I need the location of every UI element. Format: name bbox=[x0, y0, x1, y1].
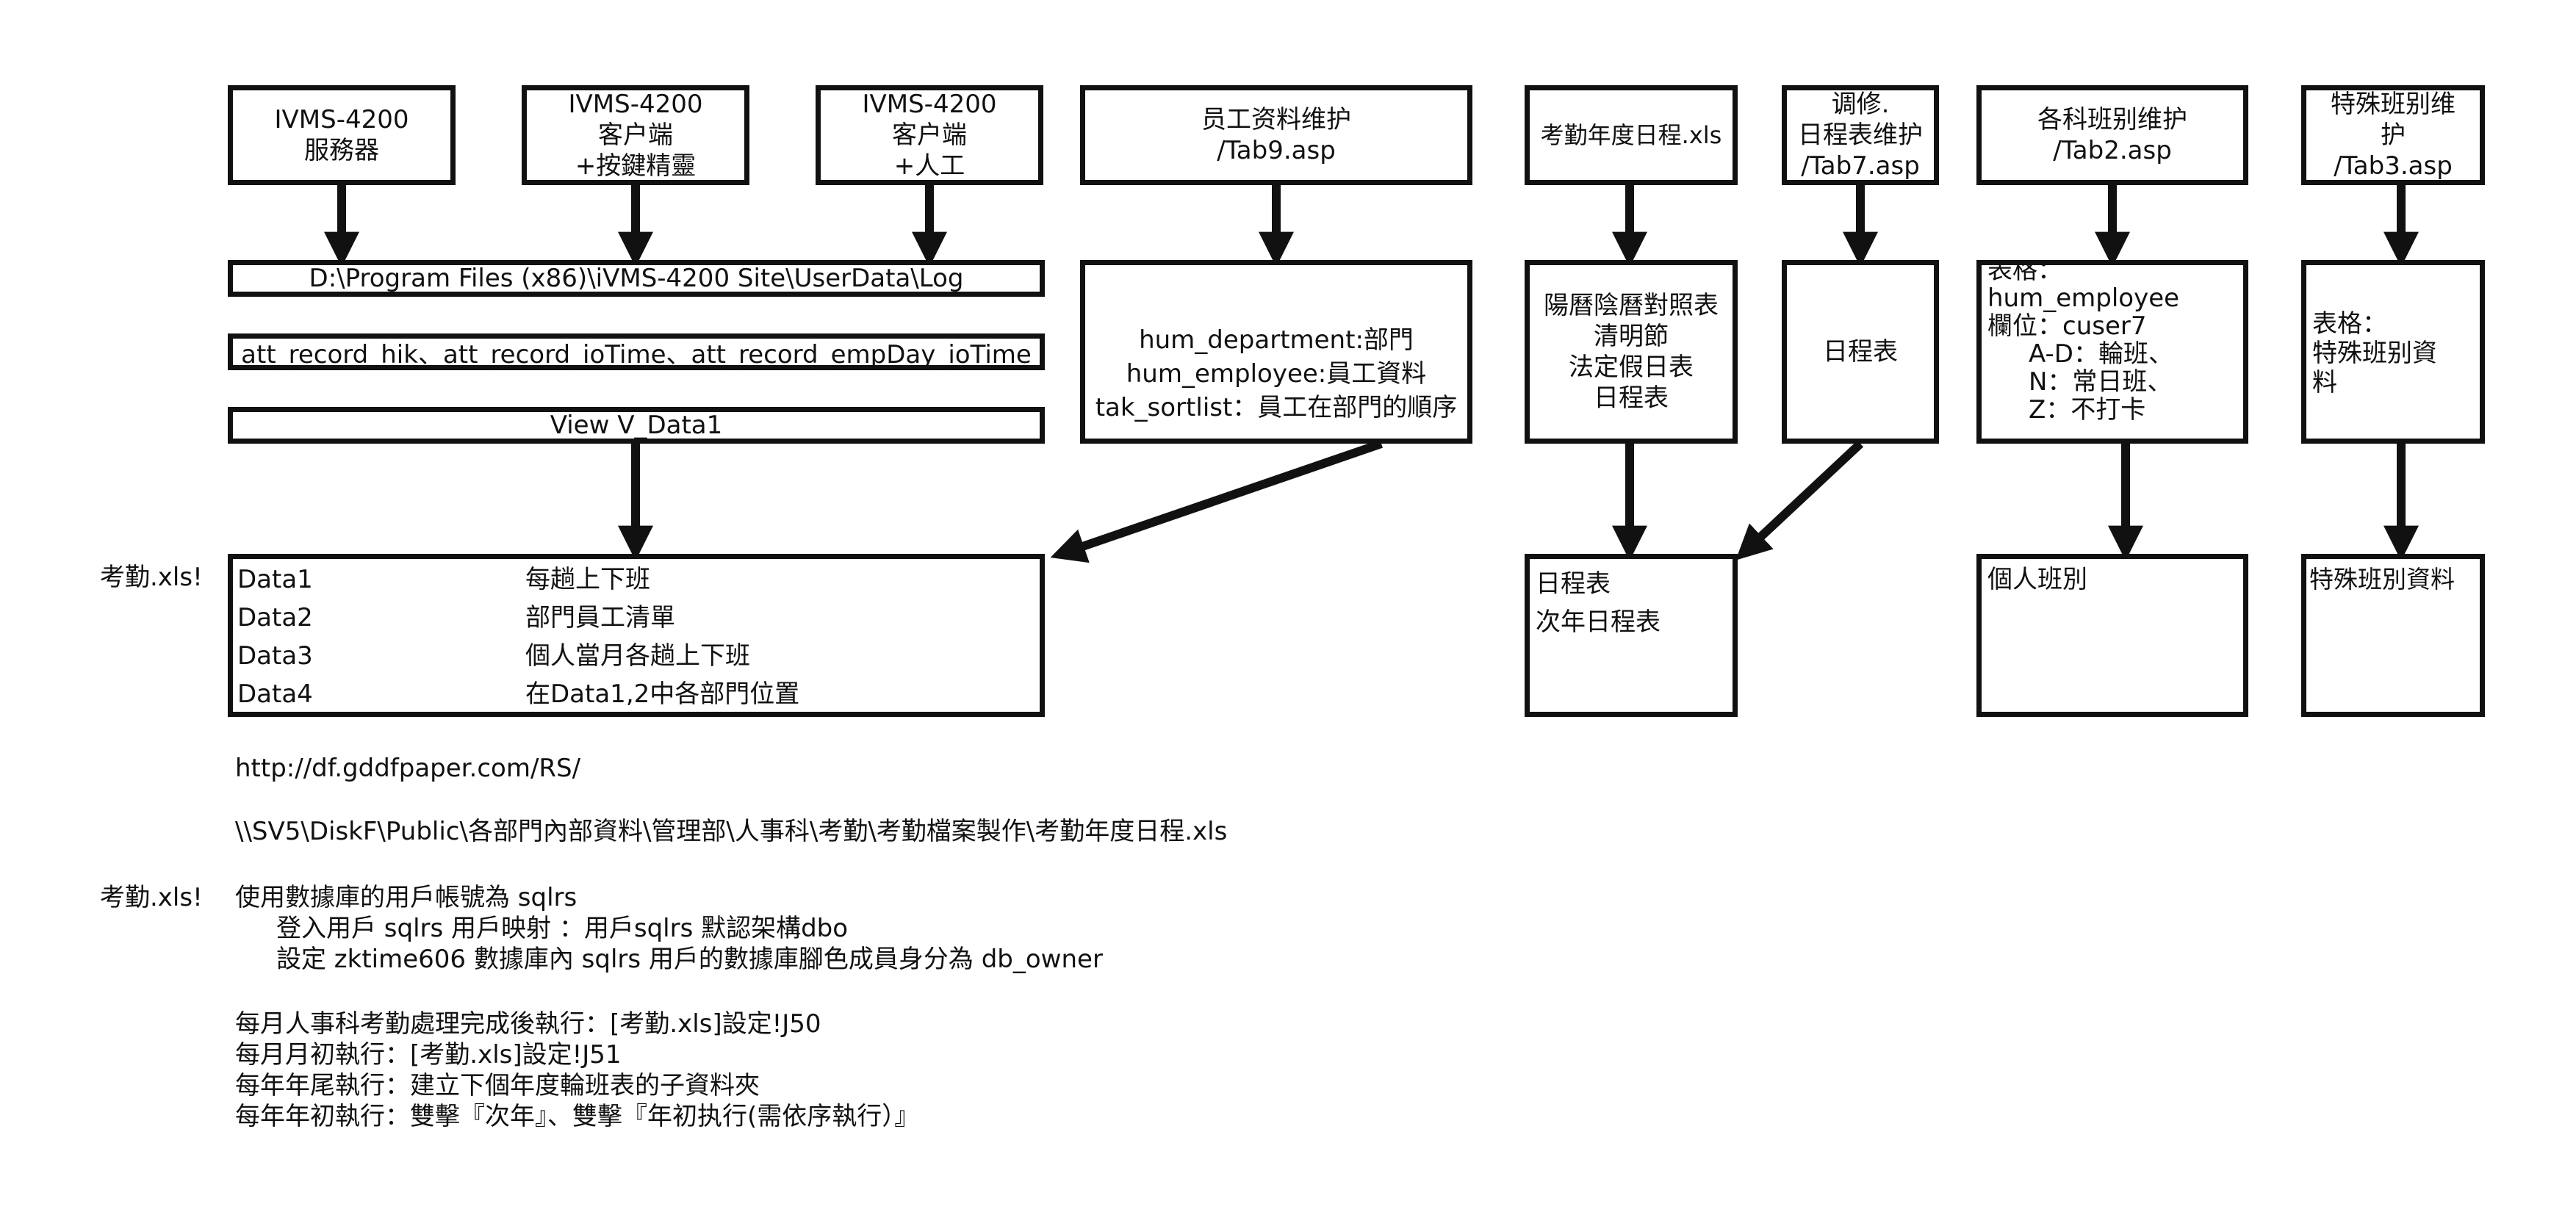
sheet-name: Data3 bbox=[237, 641, 313, 671]
db-note-line: 設定 zktime606 數據庫內 sqlrs 用戶的數據庫腳色成員身分為 db… bbox=[276, 945, 1103, 974]
box-line: /Tab7.asp bbox=[1801, 151, 1920, 181]
view-bar: View V_Data1 bbox=[228, 407, 1045, 444]
log-path-text: D:\Program Files (x86)\iVMS-4200 Site\Us… bbox=[309, 264, 964, 293]
box-line: /Tab9.asp bbox=[1217, 136, 1336, 165]
box-line: 日程表维护 bbox=[1798, 120, 1923, 150]
data-sheet-row: Data3 個人當月各趟上下班 bbox=[237, 641, 1031, 674]
record-tables-bar: att_record_hik、att_record_ioTime、att_rec… bbox=[228, 333, 1045, 370]
sheet-desc: 部門員工清單 bbox=[525, 603, 675, 632]
box-line: 個人班別 bbox=[1987, 565, 2087, 594]
schedule-maint-box: 调修.日程表维护/Tab7.asp bbox=[1782, 85, 1939, 185]
shift-maint-box: 各科班别维护/Tab2.asp bbox=[1976, 85, 2248, 185]
box-line: +人工 bbox=[893, 151, 965, 181]
box-line: 表格： bbox=[2312, 309, 2387, 339]
box-line: hum_employee:員工資料 bbox=[1126, 359, 1427, 389]
box-line: Z：不打卡 bbox=[2029, 395, 2146, 425]
calendar-xls-box: 考勤年度日程.xls bbox=[1525, 85, 1738, 185]
personal-shift-box: 個人班別 bbox=[1976, 554, 2248, 717]
box-line: IVMS-4200 bbox=[274, 105, 409, 134]
box-line: 特殊班别维 bbox=[2331, 90, 2456, 119]
box-line: 次年日程表 bbox=[1536, 607, 1661, 637]
excel-file-label: 考勤.xls! bbox=[100, 563, 203, 592]
log-path-bar: D:\Program Files (x86)\iVMS-4200 Site\Us… bbox=[228, 260, 1045, 297]
system-url: http://df.gddfpaper.com/RS/ bbox=[235, 754, 581, 783]
schedule-note-line: 每年年尾執行：建立下個年度輪班表的子資料夾 bbox=[235, 1071, 760, 1100]
data-sheet-row: Data4 在Data1,2中各部門位置 bbox=[237, 679, 1031, 712]
box-line: 客户端 bbox=[892, 120, 967, 150]
box-line: 日程表 bbox=[1823, 337, 1898, 367]
box-line: tak_sortlist：員工在部門的順序 bbox=[1095, 393, 1458, 422]
sheet-name: Data4 bbox=[237, 679, 313, 709]
schedule-note-line: 每月人事科考勤處理完成後執行：[考勤.xls]設定!J50 bbox=[235, 1009, 821, 1039]
notes-file-label: 考勤.xls! bbox=[100, 883, 203, 912]
box-line: 日程表 bbox=[1536, 569, 1611, 599]
box-line: 法定假日表 bbox=[1569, 353, 1694, 382]
box-line: 服務器 bbox=[304, 136, 379, 165]
box-line: 清明節 bbox=[1594, 322, 1669, 351]
share-path: \\SV5\DiskF\Public\各部門內部資料\管理部\人事科\考勤\考勤… bbox=[235, 817, 1228, 846]
box-line: N：常日班、 bbox=[2029, 367, 2173, 397]
box-line: 各科班别维护 bbox=[2037, 105, 2187, 134]
box-line: IVMS-4200 bbox=[568, 90, 703, 119]
db-note-line: 使用數據庫的用戶帳號為 sqlrs bbox=[235, 883, 578, 912]
schedule-box: 日程表 bbox=[1782, 260, 1939, 444]
box-line: hum_department:部門 bbox=[1139, 325, 1414, 355]
box-line: 日程表 bbox=[1594, 383, 1669, 413]
box-line: +按鍵精靈 bbox=[575, 151, 697, 181]
box-line: IVMS-4200 bbox=[862, 90, 997, 119]
box-line: 考勤年度日程.xls bbox=[1540, 121, 1722, 149]
employee-maint-box: 员工资料维护/Tab9.asp bbox=[1080, 85, 1472, 185]
shift-table-box: 表格： hum_employee 欄位：cuser7 A-D：輪班、 N：常日班… bbox=[1976, 260, 2248, 444]
view-text: View V_Data1 bbox=[550, 411, 723, 440]
calendar-tables-box: 陽曆陰曆對照表清明節法定假日表日程表 bbox=[1525, 260, 1738, 444]
box-line: /Tab3.asp bbox=[2334, 151, 2453, 181]
box-line: 陽曆陰曆對照表 bbox=[1544, 291, 1719, 320]
db-note-line: 登入用戶 sqlrs 用戶映射 ：用戶sqlrs 默認架構dbo bbox=[276, 914, 849, 943]
box-line: 调修. bbox=[1831, 90, 1890, 119]
schedule-note-line: 每月月初執行：[考勤.xls]設定!J51 bbox=[235, 1040, 622, 1069]
sheet-desc: 每趟上下班 bbox=[525, 565, 650, 594]
box-line: 料 bbox=[2312, 368, 2337, 397]
sheet-desc: 個人當月各趟上下班 bbox=[525, 641, 750, 671]
arrow-hr-tables-to-data bbox=[1050, 439, 1383, 563]
box-line: 特殊班别資 bbox=[2312, 339, 2437, 368]
hr-tables-box: hum_department:部門 hum_employee:員工資料 tak_so… bbox=[1080, 260, 1472, 444]
sheet-desc: 在Data1,2中各部門位置 bbox=[525, 679, 800, 709]
data-sheet-row: Data2 部門員工清單 bbox=[237, 603, 1031, 635]
box-line: hum_employee bbox=[1987, 284, 2180, 313]
special-table-box: 表格： 特殊班别資 料 bbox=[2301, 260, 2485, 444]
data-sheet-row: Data1 每趟上下班 bbox=[237, 565, 1031, 597]
record-tables-text: att_record_hik、att_record_ioTime、att_rec… bbox=[241, 339, 1032, 369]
arrow-schedule-to-schedule-out bbox=[1735, 440, 1864, 560]
box-line: 客户端 bbox=[598, 120, 673, 150]
sheet-name: Data1 bbox=[237, 565, 313, 594]
box-line: 表格： bbox=[1987, 260, 2062, 285]
special-shift-maint-box: 特殊班别维护/Tab3.asp bbox=[2301, 85, 2485, 185]
special-shift-data-box: 特殊班別資料 bbox=[2301, 554, 2485, 717]
sheet-name: Data2 bbox=[237, 603, 313, 632]
data-sheets-box: Data1 每趟上下班 Data2 部門員工清單 Data3 個人當月各趟上下班… bbox=[228, 554, 1045, 717]
box-line: 员工资料维护 bbox=[1201, 105, 1351, 134]
box-line: 特殊班別資料 bbox=[2309, 565, 2455, 594]
schedule-note-line: 每年年初執行：雙擊『次年』、雙擊『年初执行(需依序執行）』 bbox=[235, 1102, 920, 1131]
box-line: /Tab2.asp bbox=[2053, 136, 2172, 165]
box-line: 护 bbox=[2381, 120, 2406, 150]
schedule-output-box: 日程表 次年日程表 bbox=[1525, 554, 1738, 717]
box-line: A-D：輪班、 bbox=[2029, 339, 2173, 369]
box-line: 欄位：cuser7 bbox=[1987, 311, 2147, 341]
